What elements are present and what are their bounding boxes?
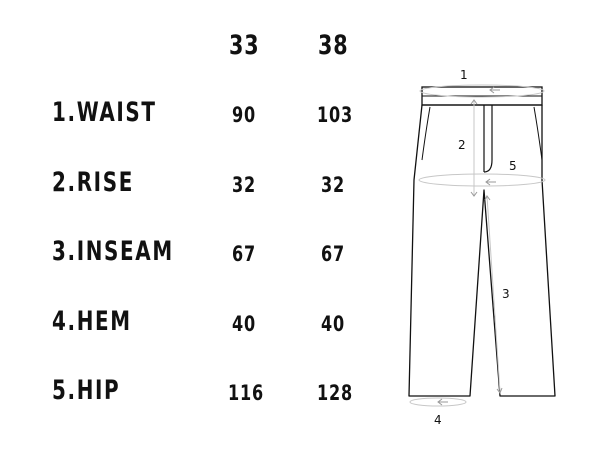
hem-guide-icon (409, 397, 467, 407)
waist-guide-icon (419, 84, 545, 98)
inseam-value-38: 67 (321, 242, 346, 266)
hip-guide-icon (418, 173, 546, 187)
left-pocket-icon (421, 106, 431, 161)
hem-value-33: 40 (232, 312, 257, 336)
waist-arrow-icon (489, 86, 500, 94)
rise-arrowheads-icon (470, 99, 478, 197)
row-label-waist: 1.WAIST (52, 97, 157, 128)
hip-arrow-icon (485, 178, 496, 186)
marker-5: 5 (509, 159, 517, 173)
row-label-inseam: 3.INSEAM (52, 236, 174, 267)
fly-icon (483, 105, 493, 173)
row-label-hem: 4.HEM (52, 306, 132, 337)
waist-value-33: 90 (232, 103, 257, 127)
row-label-hip: 5.HIP (52, 375, 121, 406)
hem-value-38: 40 (321, 312, 346, 336)
inseam-arrowheads-icon (484, 195, 503, 395)
marker-1: 1 (460, 68, 468, 82)
pants-measurement-diagram: 1 2 5 3 4 (408, 68, 556, 427)
rise-value-33: 32 (232, 173, 257, 197)
pants-outline-icon (408, 104, 556, 397)
right-pocket-icon (533, 106, 543, 161)
marker-3: 3 (502, 287, 510, 301)
size-header-38: 38 (318, 30, 349, 61)
marker-2: 2 (458, 138, 466, 152)
size-header-33: 33 (229, 30, 260, 61)
waist-value-38: 103 (317, 103, 354, 127)
marker-4: 4 (434, 413, 442, 427)
hem-arrow-icon (437, 398, 448, 406)
row-label-rise: 2.RISE (52, 167, 134, 198)
hip-value-33: 116 (228, 381, 265, 405)
rise-value-38: 32 (321, 173, 346, 197)
inseam-guide-icon (486, 195, 501, 393)
hip-value-38: 128 (317, 381, 354, 405)
inseam-value-33: 67 (232, 242, 257, 266)
